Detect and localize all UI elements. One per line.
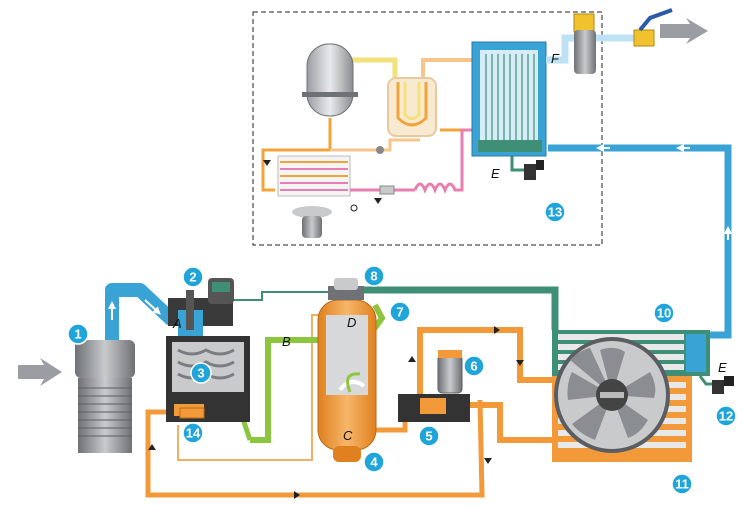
number-label: 2 — [189, 270, 196, 285]
letter-label-d: D — [347, 315, 356, 330]
outlet-filter — [573, 13, 596, 74]
flow-arrow-icon — [148, 160, 524, 499]
number-label: 12 — [719, 409, 733, 424]
letter-label-a: A — [172, 316, 182, 331]
drain-valve-dryer — [524, 160, 544, 180]
letter-label-e: E — [718, 360, 727, 375]
dryer-enclosure — [252, 11, 603, 246]
outlet-valve — [633, 8, 673, 47]
letter-label-b: B — [282, 334, 291, 349]
number-badge-3: 3 — [190, 362, 212, 384]
oil-stop-valve — [179, 407, 205, 419]
number-label: 6 — [470, 359, 477, 374]
number-badge-11: 11 — [671, 473, 693, 495]
condenser-fan — [292, 206, 332, 238]
air-heat-exchanger — [471, 41, 547, 157]
inlet-arrow-icon — [18, 358, 62, 386]
drain-valve-cooler — [712, 376, 734, 394]
valve-handle-icon — [638, 8, 673, 32]
air-filter — [75, 340, 135, 453]
filter-drier — [379, 185, 395, 195]
oil-separator-outlet — [375, 420, 408, 433]
number-label: 7 — [396, 305, 403, 320]
pressure-switch — [350, 204, 358, 212]
number-badge-6: 6 — [463, 355, 485, 377]
oil-bypass-thin — [177, 314, 325, 461]
separated-oil-line — [250, 303, 386, 443]
refrigerant-tank — [302, 43, 358, 117]
expansion-valve — [376, 146, 384, 154]
oil-from-cooler — [470, 402, 555, 443]
refrigerant-bypass-line — [330, 138, 420, 152]
dry-air-outlet-pipe — [546, 34, 648, 64]
number-badge-4: 4 — [363, 451, 385, 473]
capillary-coil — [413, 128, 472, 194]
number-badge-1: 1 — [67, 323, 89, 345]
liquid-separator — [387, 77, 437, 137]
refrigerant-hot-line — [261, 118, 332, 192]
condenser-coil — [277, 155, 351, 197]
number-badge-2: 2 — [182, 266, 204, 288]
number-label: 10 — [657, 306, 671, 321]
oil-to-cooler — [417, 327, 555, 420]
compressed-air-line-to-dryer — [548, 144, 732, 339]
oil-filter — [437, 350, 463, 394]
number-badge-13: 13 — [544, 201, 566, 223]
compressor-element — [166, 336, 250, 422]
number-label: 11 — [675, 477, 689, 492]
number-badge-14: 14 — [182, 422, 204, 444]
refrigerant-gas-line — [352, 57, 398, 80]
number-badge-7: 7 — [389, 301, 411, 323]
letter-label-c: C — [343, 428, 353, 443]
number-label: 8 — [370, 269, 377, 284]
control-line — [233, 291, 335, 301]
oil-separator-tank — [317, 278, 377, 462]
outlet-arrow-icon — [660, 18, 708, 44]
number-badge-8: 8 — [363, 265, 385, 287]
number-label: 3 — [197, 366, 204, 381]
inlet-valve — [168, 290, 233, 340]
number-label: 1 — [74, 327, 81, 342]
number-label: 5 — [425, 429, 432, 444]
refrigerant-suction-line — [421, 58, 472, 80]
letter-label-f: F — [551, 51, 560, 66]
compressed-air-line-green — [360, 286, 559, 330]
thermostatic-valve — [398, 394, 470, 422]
number-label: 13 — [548, 205, 562, 220]
solenoid-valve — [208, 278, 234, 304]
cooling-fan — [554, 337, 670, 453]
number-badge-10: 10 — [653, 302, 675, 324]
letter-label-e: E — [491, 166, 500, 181]
number-label: 4 — [370, 455, 378, 470]
number-badge-12: 12 — [715, 405, 737, 427]
number-label: 14 — [186, 426, 201, 441]
oil-return-loop — [145, 399, 485, 498]
condensate-drain-dryer — [510, 156, 525, 172]
number-badge-5: 5 — [418, 425, 440, 447]
